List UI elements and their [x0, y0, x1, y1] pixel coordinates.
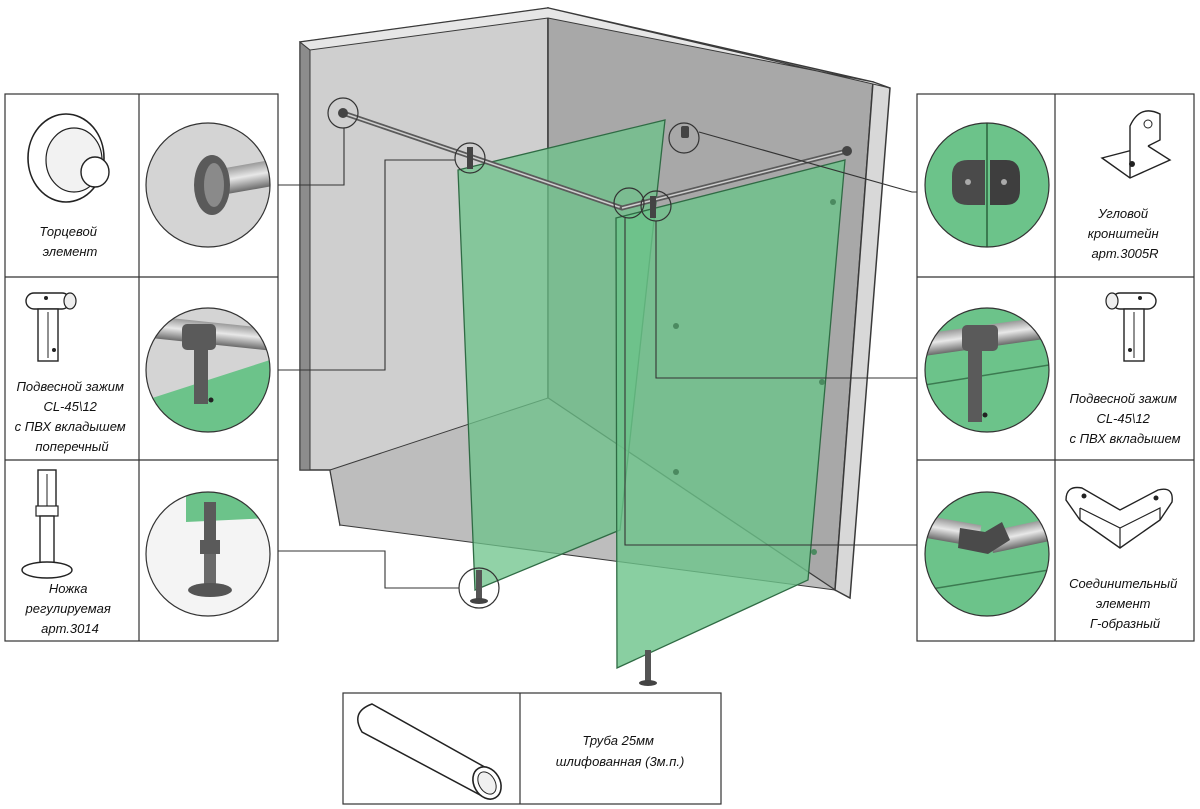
adjustable-leg-icon — [21, 469, 73, 579]
label-clamp: Подвесной зажим CL-45\12 с ПВХ вкладышем — [1069, 391, 1180, 446]
label-tube: Труба 25мм шлифованная (3м.п.) — [556, 733, 685, 769]
zoom-connector — [925, 492, 1049, 616]
zoom-end-element — [146, 123, 270, 247]
zoom-corner-bracket — [925, 123, 1049, 247]
label-connector-l: Соединительный элемент Г-образный — [1069, 576, 1181, 631]
clamp-transverse-icon — [25, 292, 77, 362]
wall-top-edge — [298, 7, 891, 89]
right-table: Угловой кронштейн арт.3005R Подвесной за… — [916, 93, 1195, 642]
zoom-adjustable-leg — [146, 492, 270, 616]
marker-end-element — [327, 97, 359, 129]
leader-lines — [278, 128, 917, 589]
bottom-table: Труба 25мм шлифованная (3м.п.) — [342, 692, 722, 805]
label-end-element: Торцевой элемент — [39, 224, 100, 259]
end-element-icon — [27, 113, 110, 203]
connector-l-icon — [1065, 486, 1173, 549]
label-corner-bracket: Угловой кронштейн арт.3005R — [1088, 206, 1163, 261]
marker-clamp-transverse — [454, 142, 486, 174]
glass-panel-front — [615, 159, 846, 670]
label-clamp-transverse: Подвесной зажим CL-45\12 с ПВХ вкладышем… — [15, 379, 130, 454]
marker-corner-bracket — [668, 122, 700, 154]
left-table: Торцевой элемент Подвесной зажим CL-45\1… — [4, 93, 279, 642]
clamp-icon — [1105, 292, 1157, 362]
scene — [298, 7, 891, 686]
corner-bracket-icon — [1100, 110, 1172, 179]
zoom-clamp — [925, 308, 1049, 432]
wall-left-edge — [299, 40, 311, 471]
tube-icon — [357, 703, 502, 800]
label-adjustable-leg: Ножка регулируемая арт.3014 — [25, 581, 115, 636]
zoom-clamp-transverse — [146, 308, 270, 432]
marker-connector — [613, 187, 645, 219]
